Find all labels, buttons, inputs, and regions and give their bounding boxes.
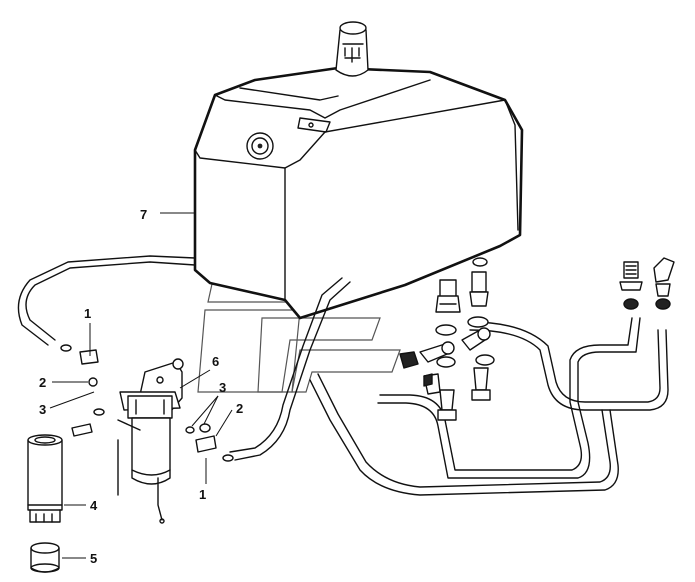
fuel-filter-assembly <box>60 344 234 524</box>
callout-1-lower: 1 <box>199 487 206 502</box>
callout-1-upper: 1 <box>84 306 91 321</box>
callout-5: 5 <box>90 551 97 566</box>
leader-lines <box>49 212 233 559</box>
fuel-gauge-sender <box>246 132 274 160</box>
filler-neck <box>335 21 369 77</box>
right-fittings <box>619 257 675 310</box>
fuel-lines <box>17 255 669 496</box>
callout-2-left: 2 <box>39 375 46 390</box>
callout-4: 4 <box>90 498 98 513</box>
tank-outlet-fittings <box>399 257 495 421</box>
callout-6: 6 <box>212 354 219 369</box>
callout-3-right: 3 <box>219 380 226 395</box>
sealing-ring <box>30 542 60 573</box>
callout-3-left: 3 <box>39 402 46 417</box>
callout-7: 7 <box>140 207 147 222</box>
callout-2-right: 2 <box>236 401 243 416</box>
fuel-tank <box>193 21 524 320</box>
callout-labels: 7 1 2 3 6 3 2 1 4 5 <box>39 207 243 566</box>
filter-element <box>27 434 63 523</box>
